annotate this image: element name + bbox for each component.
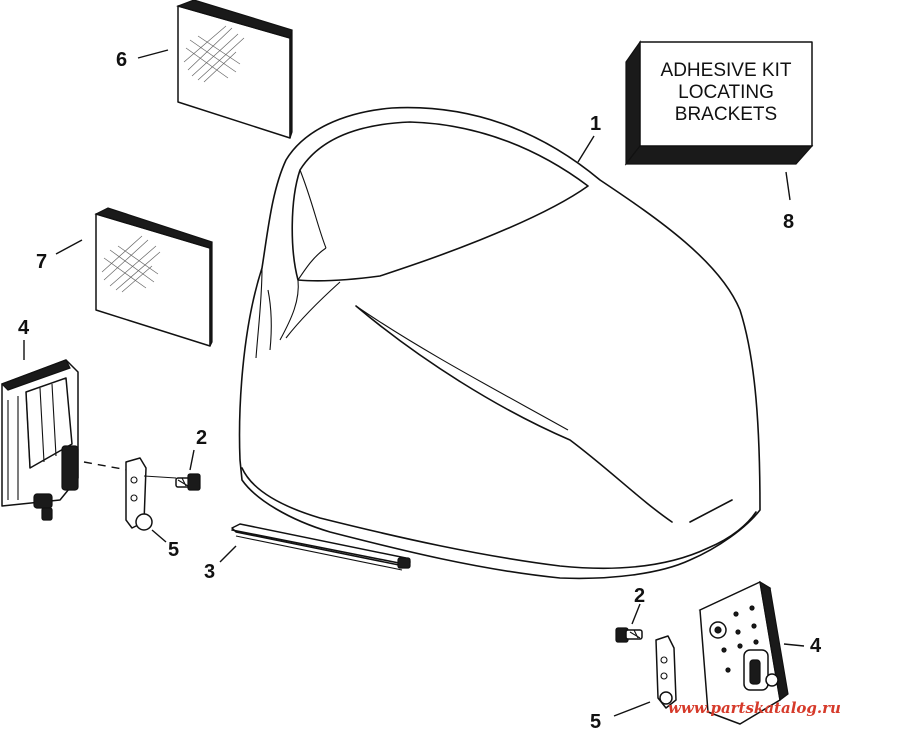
callout-2-right: 2 <box>634 585 645 607</box>
part-7-pad <box>94 207 213 347</box>
callout-5-right: 5 <box>590 711 601 733</box>
callout-2-left: 2 <box>196 427 207 449</box>
leader-2-right <box>631 603 641 625</box>
part-2-screw-left <box>175 473 201 491</box>
leader-3 <box>219 545 237 563</box>
dashed-leader-left <box>83 461 129 471</box>
kit-label-line2: LOCATING <box>678 82 774 103</box>
part-4-latch-right <box>698 580 789 725</box>
part-6-pad <box>176 0 293 139</box>
callout-7: 7 <box>36 251 47 273</box>
leader-7 <box>55 239 83 255</box>
leader-4-right <box>783 643 805 647</box>
callout-1: 1 <box>590 113 601 135</box>
callout-4-left: 4 <box>18 317 30 339</box>
callout-8: 8 <box>783 211 794 233</box>
callout-3: 3 <box>204 561 215 583</box>
part-4-latch-left <box>0 359 79 521</box>
part-2-screw-right <box>615 627 643 643</box>
leader-6 <box>137 49 169 59</box>
leader-2-left <box>189 449 195 471</box>
leader-5-left <box>151 529 167 543</box>
leader-8 <box>785 171 791 201</box>
part-5-bracket-left <box>125 457 177 531</box>
part-5-bracket-right <box>655 635 677 709</box>
leader-1 <box>577 135 595 163</box>
part-8-kit-box: ADHESIVE KIT LOCATING BRACKETS <box>624 40 814 166</box>
watermark: www.partskatalog.ru <box>668 699 841 717</box>
kit-label-line1: ADHESIVE KIT <box>661 60 792 81</box>
part-1-engine-cowl <box>238 106 761 580</box>
leader-5-right <box>613 701 651 717</box>
callout-6: 6 <box>116 49 127 71</box>
kit-label-line3: BRACKETS <box>675 104 777 125</box>
callout-5-left: 5 <box>168 539 179 561</box>
part-3-seal-strip <box>231 523 411 571</box>
callout-4-right: 4 <box>810 635 822 657</box>
